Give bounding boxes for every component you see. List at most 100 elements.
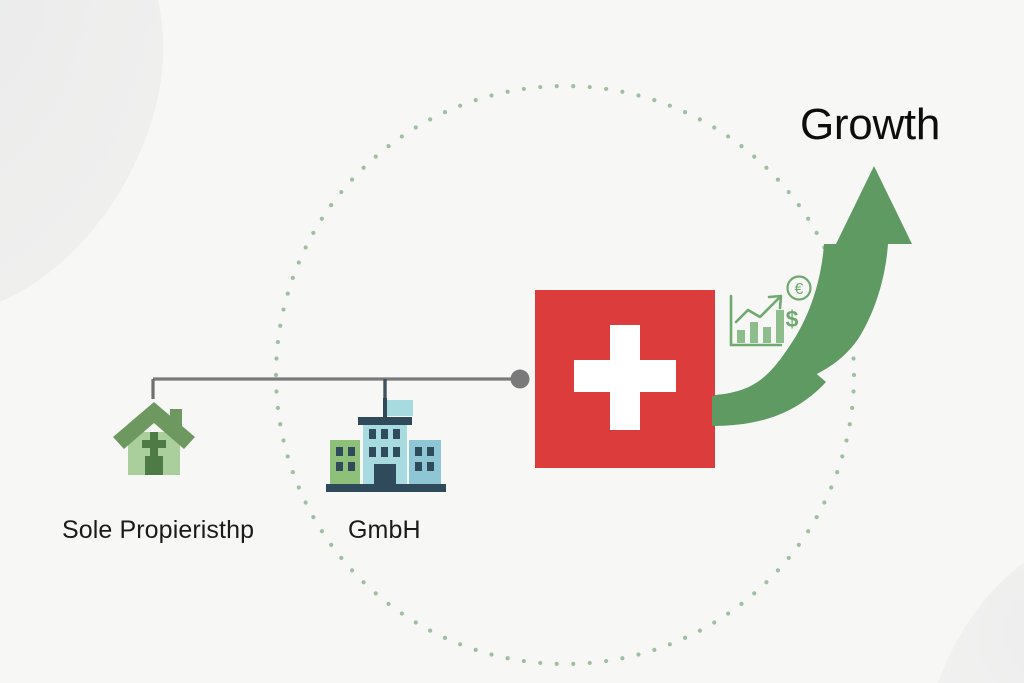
house-roof [113,402,195,449]
dotted-circle-dot [521,86,526,92]
dotted-circle-dot [399,134,404,139]
dotted-circle-dot [636,652,641,657]
dotted-circle-dot [786,189,791,195]
bar-chart-growth-icon [729,275,812,347]
house-plus-symbol [142,432,166,456]
dotted-circle-dot [290,275,295,280]
dotted-circle-dot [428,628,433,633]
dotted-circle-dot [274,356,279,361]
dotted-circle-dot [473,647,478,652]
dotted-circle-dot [587,84,592,90]
corner-blob-bottom-right [938,562,1024,683]
dotted-circle-dot [285,454,290,459]
building-left-wing [330,440,360,486]
bar-chart-bar-2 [750,322,758,343]
growth-label: Growth [800,100,941,149]
dotted-circle-dot [303,500,308,505]
dotted-circle-dot [587,660,592,666]
dotted-circle-dot [303,245,308,250]
dotted-circle-dot [604,86,609,92]
dotted-circle-dot [521,658,526,664]
dotted-circle-dot [361,165,366,170]
dotted-circle-dot [311,515,316,520]
dotted-circle-dot [697,117,702,122]
building-tower-cornice [358,417,412,425]
growth-arrow-shaft [690,244,860,424]
dotted-circle-dot [538,84,543,90]
dotted-circle-dot [329,203,334,208]
gmbh-label: GmbH [348,516,421,544]
bar-chart-bar-1 [737,330,745,343]
dotted-circle-dot [796,542,801,547]
building-entrance [374,464,396,486]
dotted-circle-dot [458,642,463,647]
dotted-circle-dot [413,125,418,130]
connector-endpoint-dot [510,369,530,389]
dotted-circle-dot [822,500,827,505]
dotted-circle-dot [274,389,279,394]
dotted-circle-dot [712,620,717,625]
dotted-circle-dot [712,125,717,130]
building-right-wing [409,440,441,486]
dotted-circle-dot [296,485,301,490]
dotted-circle-dot [278,323,283,328]
dotted-circle-dot [726,611,731,616]
dotted-circle-dot [373,154,378,159]
dotted-circle-dot [538,660,543,666]
dotted-circle-dot [652,647,657,652]
dotted-circle-dot [752,154,757,159]
dotted-circle-dot [840,454,845,459]
dotted-circle-dot [775,568,781,573]
dotted-circle-dot [339,189,344,195]
dotted-circle-dot [851,389,856,394]
dotted-circle-dot [726,134,731,139]
bar-chart-bar-4 [776,310,784,343]
dotted-circle-dot [652,98,657,103]
dotted-circle-dot [473,98,478,103]
dotted-circle-dot [296,260,301,265]
dotted-circle-dot [399,611,404,616]
dotted-circle-dot [373,591,378,596]
dotted-circle-dot [604,658,609,664]
dotted-circle-dot [682,110,688,115]
swiss-cross [574,325,676,430]
dotted-circle-dot [339,555,344,561]
upward-growth-arrow-icon [690,166,912,424]
dotted-circle-dot [349,568,355,573]
dotted-circle-dot [667,103,672,108]
building-windows [336,429,434,471]
dotted-circle-dot [764,165,769,170]
dotted-circle-dot [442,110,448,115]
dotted-circle-dot [571,84,576,89]
dotted-circle-dot [311,230,316,235]
growth-arrow-front-segment [712,356,826,426]
dotted-circle-dot [505,656,510,661]
bar-chart-axes [729,294,783,347]
dotted-circle-dot [796,203,801,208]
building-base [326,484,446,492]
building-flag-banner [387,400,413,416]
dotted-circle-dot [851,372,857,378]
dotted-circle-dot [275,405,280,411]
dotted-circle-dot [386,144,391,149]
euro-currency-icon [786,275,812,301]
dotted-circle-dot [752,591,757,596]
dotted-circle-dot [829,485,834,490]
connector-group [151,369,530,404]
corner-blob-top-left [0,0,164,302]
dotted-circle-dot [620,656,625,661]
bar-chart-trend-arrowhead [767,294,783,310]
dotted-circle-dot [851,356,856,361]
dotted-circle-dot [319,529,324,534]
dotted-circle-dot [458,103,463,108]
dotted-circle-dot [273,372,279,378]
bar-chart-trend-line [734,296,781,324]
dotted-circle-dot [290,470,295,475]
dotted-circle-dot [682,635,688,640]
dotted-circle-dot [505,89,510,94]
dotted-circle-dot [281,438,286,443]
dotted-circle-dot [554,84,559,89]
growth-arrow-shape [690,166,912,424]
